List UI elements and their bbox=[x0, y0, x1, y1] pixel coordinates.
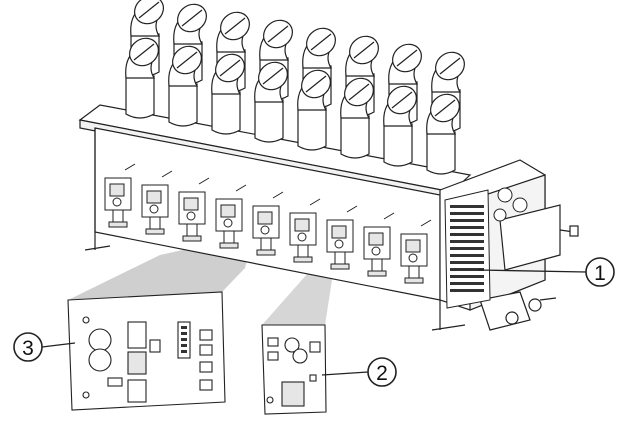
callout-3-leader bbox=[41, 342, 76, 348]
pipe-elbow bbox=[254, 61, 288, 143]
valve-module bbox=[400, 219, 432, 284]
pipe-elbow bbox=[383, 85, 417, 167]
valve-module bbox=[363, 212, 395, 277]
terminal-slots bbox=[450, 205, 484, 292]
valve-module bbox=[289, 198, 321, 263]
valve-module bbox=[178, 177, 210, 242]
valve-module bbox=[215, 184, 247, 249]
pipe-elbow bbox=[211, 53, 245, 135]
terminal-block bbox=[444, 187, 528, 309]
callout-1-leader bbox=[477, 269, 587, 273]
callout-3: 3 bbox=[13, 332, 43, 362]
pipe-elbow bbox=[125, 37, 159, 119]
pipe-elbows bbox=[125, 0, 465, 175]
callout-1-label: 1 bbox=[594, 262, 606, 285]
callout-2: 2 bbox=[367, 357, 397, 387]
right-mount bbox=[499, 204, 561, 271]
callout-2-leader bbox=[321, 371, 369, 376]
valve-module bbox=[326, 205, 358, 270]
valve-module bbox=[252, 191, 284, 256]
small-circuit-board bbox=[261, 324, 327, 415]
callout-3-label: 3 bbox=[22, 337, 34, 360]
callout-1: 1 bbox=[585, 257, 615, 287]
large-circuit-board bbox=[67, 291, 226, 411]
pipe-elbow bbox=[340, 77, 374, 159]
zoom-beam-large-board bbox=[68, 240, 252, 300]
pipe-elbow bbox=[168, 45, 202, 127]
valve-modules bbox=[104, 163, 432, 284]
valve-module bbox=[141, 170, 173, 235]
pipe-elbow bbox=[297, 69, 331, 151]
callout-leaders bbox=[41, 269, 587, 376]
callout-2-label: 2 bbox=[376, 362, 388, 385]
pipe-elbow bbox=[426, 93, 460, 175]
pipe-elbow bbox=[173, 3, 207, 85]
valve-module bbox=[104, 163, 136, 228]
